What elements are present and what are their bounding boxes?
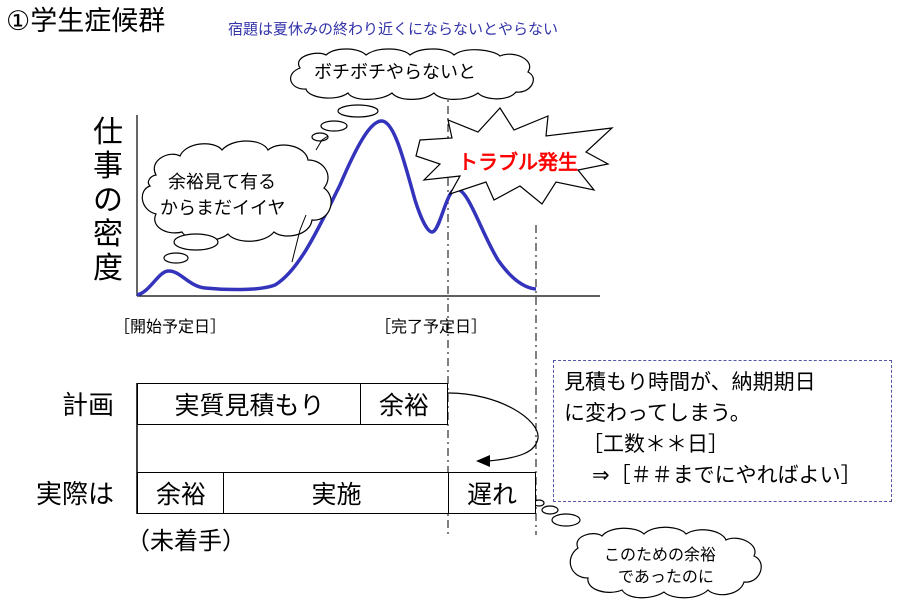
end-date-marker: ［完了予定日］ — [375, 317, 488, 336]
note-line-1: 見積もり時間が、納期期日 — [564, 370, 816, 394]
actual-cell-work: 実施 — [223, 472, 450, 514]
cloud-pointer — [291, 214, 307, 263]
note-line-4: ⇒［＃＃までにやればよい］ — [592, 463, 862, 487]
actual-cell-delay: 遅れ — [448, 472, 536, 514]
plan-label: 計画 — [62, 391, 115, 421]
arrow-head — [476, 455, 490, 467]
left-thought-cloud — [141, 140, 332, 264]
note-line-2: に変わってしまう。 — [564, 401, 751, 425]
page-subtitle: 宿題は夏休みの終わり近くにならないとやらない — [228, 20, 559, 38]
plan-cell-estimate: 実質見積もり — [137, 383, 362, 425]
top-cloud-text: ボチボチやらないと — [314, 62, 476, 83]
actual-label: 実際は — [36, 480, 115, 510]
cloud-pointer-2 — [315, 135, 329, 151]
bottom-cloud-text-line1: このための余裕 — [604, 545, 717, 564]
trouble-text: トラブル発生 — [458, 150, 578, 174]
left-cloud-text-line1: 余裕見て有る — [168, 172, 276, 193]
bottom-thought-cloud — [533, 499, 762, 599]
note-line-3: ［工数＊＊日］ — [582, 432, 729, 456]
work-density-curve — [136, 119, 537, 297]
start-date-marker: ［開始予定日］ — [114, 317, 227, 336]
trouble-explosion — [415, 107, 614, 205]
not-started-note: （未着手） — [126, 527, 246, 555]
top-thought-cloud — [290, 48, 534, 142]
slack-to-delay-arrow — [447, 392, 539, 462]
page-title: ①学生症候群 — [6, 6, 166, 37]
left-cloud-text-line2: からまだイイヤ — [160, 198, 286, 219]
explanation-box: 見積もり時間が、納期期日 に変わってしまう。 ［工数＊＊日］ ⇒［＃＃までにやれ… — [553, 360, 892, 502]
actual-cell-slack: 余裕 — [137, 472, 225, 514]
plan-cell-slack: 余裕 — [360, 383, 448, 425]
chart-ylabel: 仕事の密度 — [93, 115, 123, 286]
bottom-cloud-text-line2: であったのに — [618, 567, 714, 586]
